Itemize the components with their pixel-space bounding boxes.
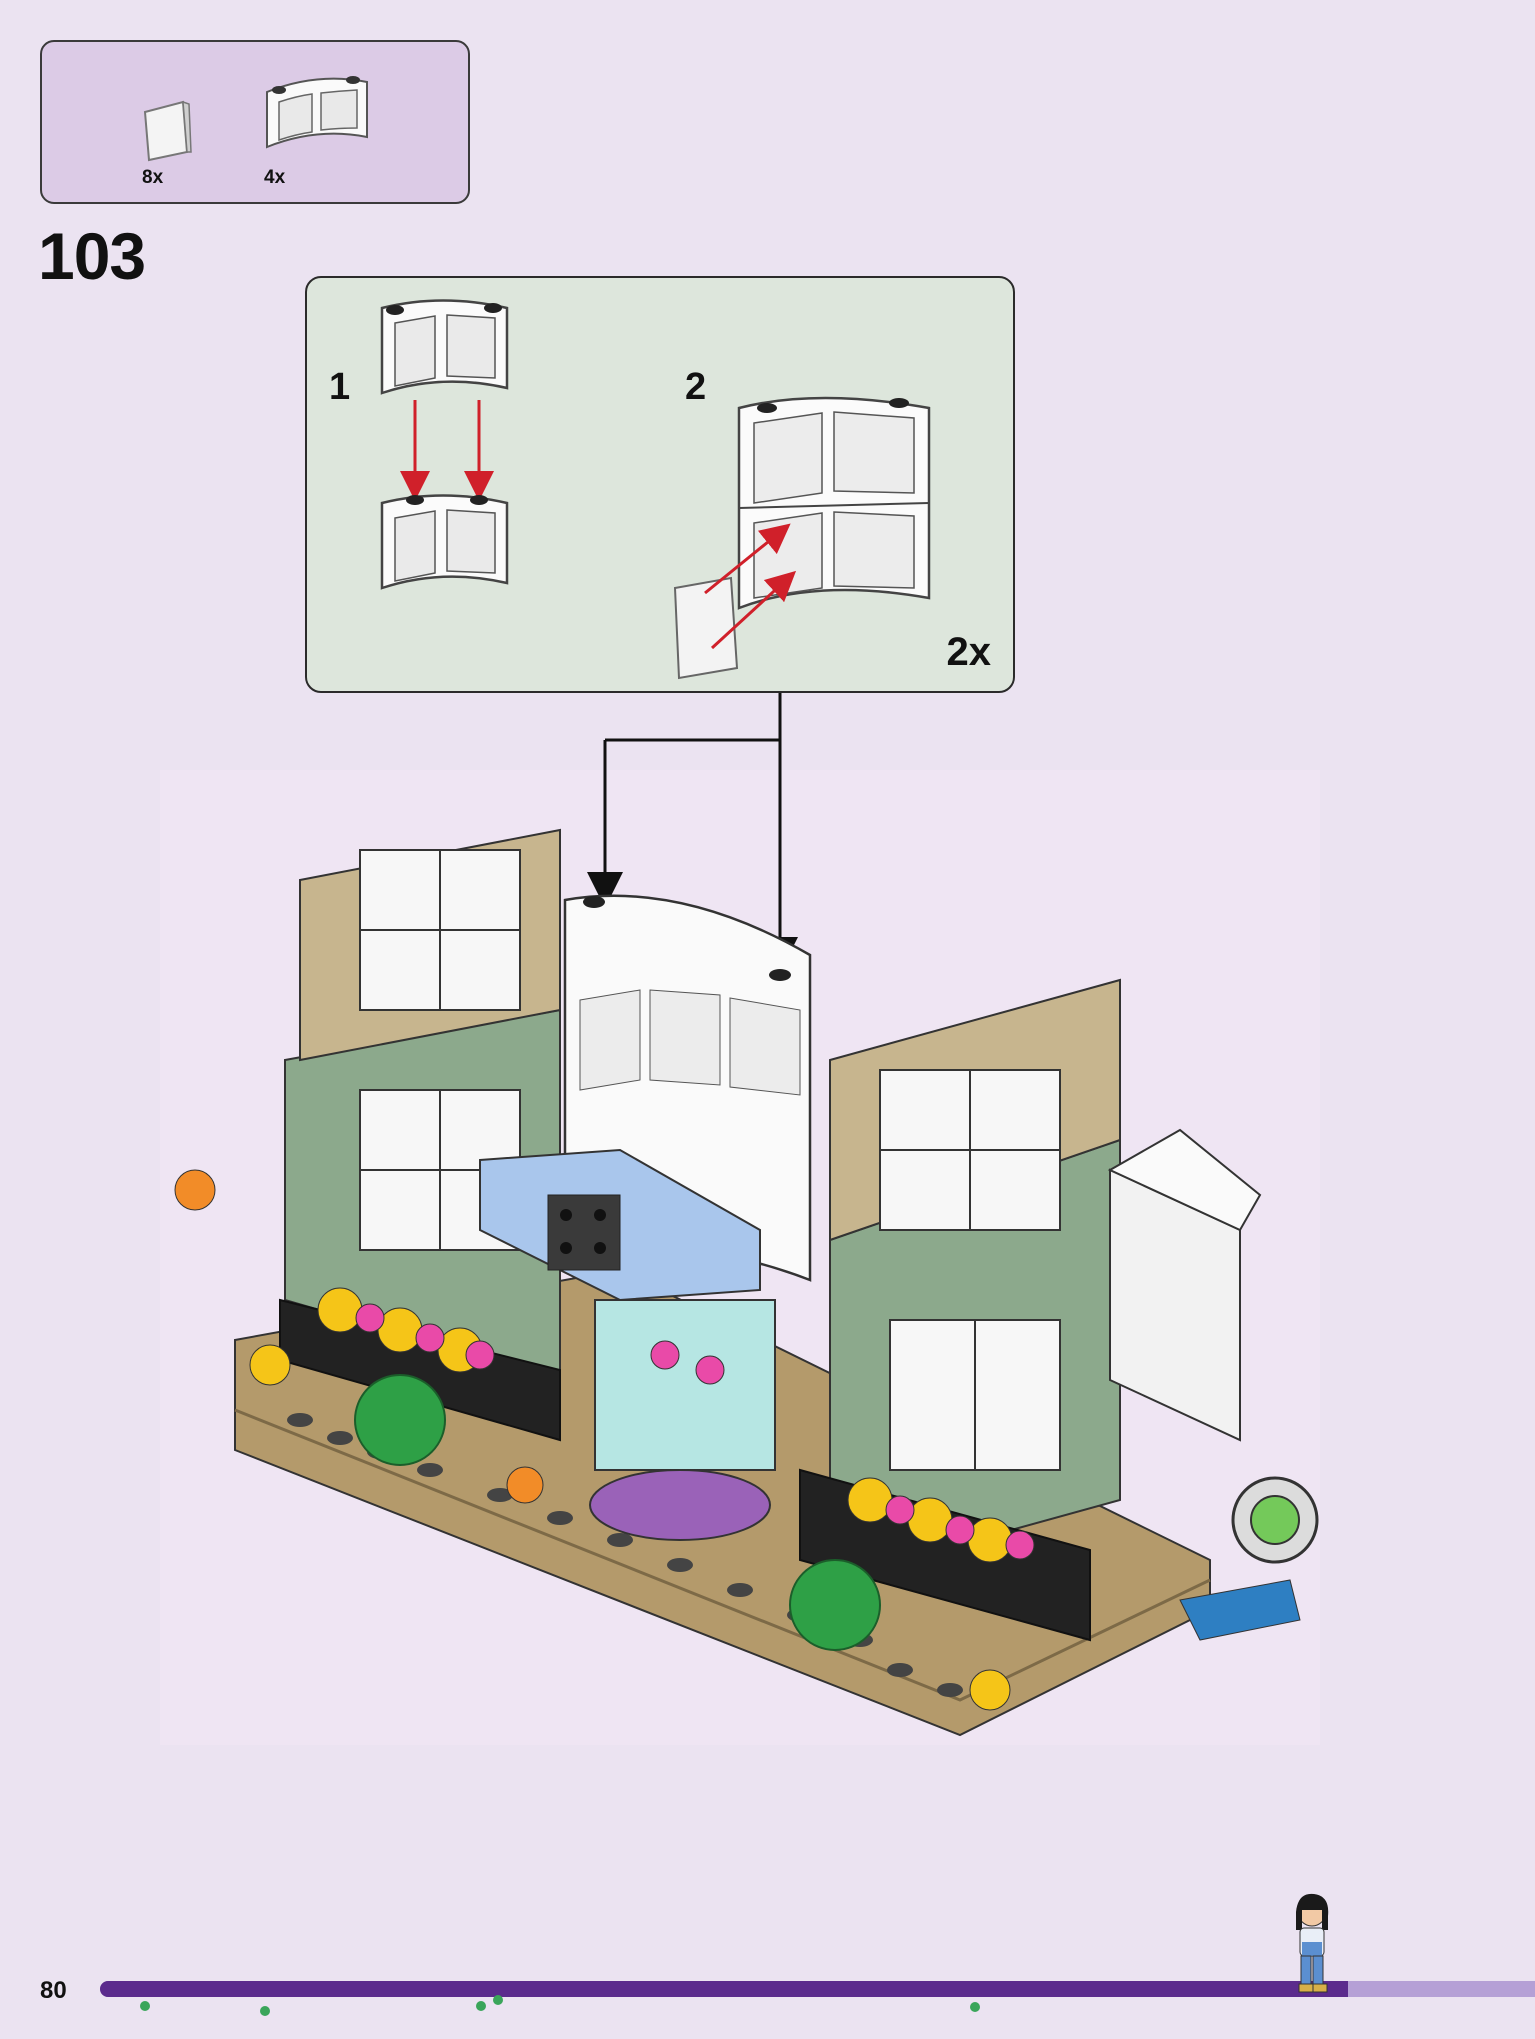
placement-arrows [587, 693, 798, 973]
substep-1-number: 1 [329, 366, 351, 408]
glass-panel-icon [143, 100, 192, 162]
step-number: 103 [38, 219, 146, 293]
subassembly-illustration [380, 299, 931, 680]
subassembly-multiplier: 2x [946, 630, 992, 674]
frame-bottom-icon [380, 494, 509, 590]
progress-dot [970, 2002, 980, 2012]
glass-panel-qty: 8x [142, 167, 164, 188]
progress-dot [493, 1995, 503, 2005]
progress-dot [260, 2006, 270, 2016]
minifigure-progress-marker-icon [1296, 1893, 1329, 1993]
stacked-frames-icon [737, 396, 931, 610]
progress-bar-fill [100, 1981, 1349, 1997]
substep-2-number: 2 [685, 366, 707, 408]
curved-window-frame-icon [266, 76, 368, 149]
progress-bar [100, 1981, 1535, 1997]
page-number: 80 [40, 1977, 67, 2004]
subassembly-box: 1 2 2x [305, 276, 1015, 693]
progress-dot [476, 2001, 486, 2011]
frame-top-icon [380, 299, 509, 395]
parts-list-box: 8x 4x [40, 40, 470, 204]
curved-window-frame-qty: 4x [264, 167, 286, 188]
glass-panel-icon [673, 576, 739, 680]
progress-dot [140, 2001, 150, 2011]
